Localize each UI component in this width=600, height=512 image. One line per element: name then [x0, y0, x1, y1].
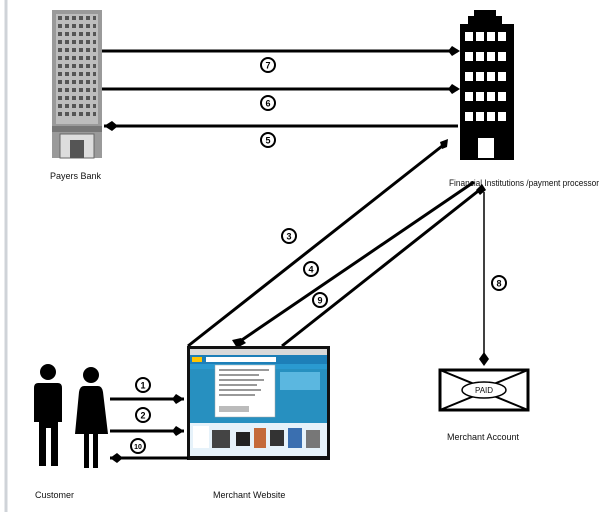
step-6-badge: 6 — [260, 95, 276, 111]
step-5-badge: 5 — [260, 132, 276, 148]
step-10-badge: 10 — [130, 438, 146, 454]
step-8-badge: 8 — [491, 275, 507, 291]
step-7-badge: 7 — [260, 57, 276, 73]
line-step-10 — [110, 453, 188, 463]
merchant-account-icon — [438, 368, 530, 412]
svg-text:2: 2 — [140, 411, 145, 421]
merchant-website-label: Merchant Website — [213, 490, 285, 500]
step-4-badge: 4 — [303, 261, 319, 277]
svg-text:8: 8 — [496, 279, 501, 289]
line-step-9 — [281, 184, 486, 348]
merchant-account-label: Merchant Account — [447, 432, 520, 442]
svg-text:6: 6 — [265, 99, 270, 109]
svg-text:1: 1 — [140, 381, 145, 391]
step-9-badge: 9 — [312, 292, 328, 308]
svg-text:5: 5 — [265, 136, 270, 146]
svg-text:10: 10 — [134, 444, 142, 451]
line-step-5 — [104, 121, 458, 131]
customer-label: Customer — [35, 490, 74, 500]
line-step-4 — [232, 180, 475, 348]
line-step-3 — [187, 139, 448, 348]
step-1-badge: 1 — [135, 377, 151, 393]
svg-text:7: 7 — [265, 61, 270, 71]
line-step-7 — [102, 46, 460, 56]
step-3-badge: 3 — [281, 228, 297, 244]
line-step-1 — [110, 394, 184, 404]
line-step-8 — [479, 192, 489, 366]
svg-text:3: 3 — [286, 232, 291, 242]
customer-female-icon — [75, 367, 108, 468]
step-2-badge: 2 — [135, 407, 151, 423]
financial-institution-icon — [460, 10, 514, 160]
customer-male-icon — [34, 364, 62, 466]
payers-bank-icon — [52, 10, 102, 159]
payers-bank-label: Payers Bank — [50, 171, 102, 181]
svg-text:9: 9 — [317, 296, 322, 306]
financial-institution-label: Financial Institutions /payment processo… — [449, 178, 599, 188]
paid-label: PAID — [475, 386, 493, 395]
merchant-website-screen — [187, 346, 330, 460]
line-step-2 — [110, 426, 184, 436]
line-step-6 — [102, 84, 460, 94]
svg-text:4: 4 — [308, 265, 313, 275]
